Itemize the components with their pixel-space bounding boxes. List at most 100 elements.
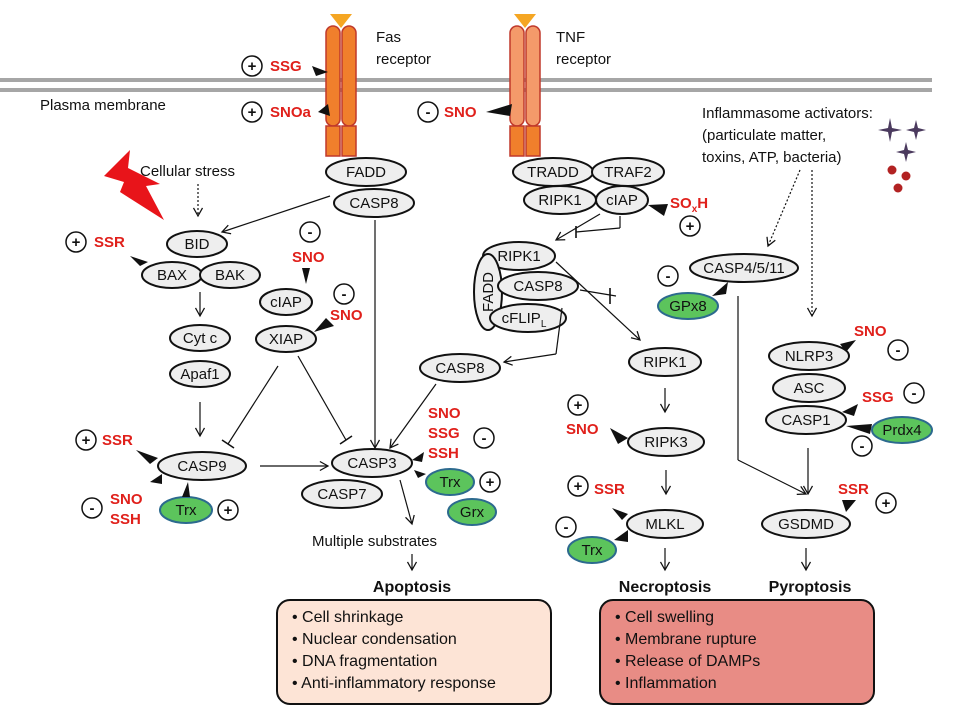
ciap-tnf: cIAP — [606, 192, 638, 209]
ssr-gsdmd-sign: + — [882, 495, 891, 512]
feature-item: Inflammation — [615, 673, 859, 695]
nlrp3: NLRP3 — [785, 348, 833, 365]
ripk1-top: RIPK1 — [538, 192, 581, 209]
pyroptosis-heading: Pyroptosis — [769, 579, 852, 596]
casp4511: CASP4/5/11 — [703, 260, 784, 277]
inflammasome-label-2: (particulate matter, — [702, 127, 826, 144]
casp7: CASP7 — [317, 486, 366, 503]
inflammasome-label-1: Inflammasome activators: — [702, 105, 873, 122]
sno-nlrp3-sign: - — [896, 342, 901, 359]
plasma-membrane — [0, 78, 932, 92]
inflammasome-label-3: toxins, ATP, bacteria) — [702, 149, 842, 166]
prdx4: Prdx4 — [882, 422, 921, 439]
sno-casp9-sign: - — [90, 500, 95, 517]
plasma-membrane-label: Plasma membrane — [40, 97, 166, 114]
fadd-complex: FADD — [480, 272, 497, 312]
ripk1-complex: RIPK1 — [497, 248, 540, 265]
casp3: CASP3 — [347, 455, 396, 472]
sox-h-mod: SOxH — [670, 195, 708, 215]
ssg-casp3-mod: SSG — [428, 425, 460, 442]
ssr-mlkl-mod: SSR — [594, 481, 625, 498]
fas-label: Fas — [376, 29, 401, 46]
trx-mlkl: Trx — [581, 542, 603, 559]
ssg-fas-sign: + — [248, 58, 257, 75]
sno-ripk3-sign: + — [574, 397, 583, 414]
feature-item: Membrane rupture — [615, 629, 859, 651]
asc: ASC — [794, 380, 825, 397]
apoptosis-heading: Apoptosis — [373, 579, 451, 596]
trx-casp3-sign: + — [486, 474, 495, 491]
ssg-casp1-sign: - — [912, 385, 917, 402]
ssh-casp3-mod: SSH — [428, 445, 459, 462]
traf2: TRAF2 — [604, 164, 652, 181]
sno-casp3-sign: - — [482, 430, 487, 447]
apaf1: Apaf1 — [180, 366, 219, 383]
ssr-mlkl-sign: + — [574, 478, 583, 495]
ciap-left: cIAP — [270, 294, 302, 311]
fadd-top: FADD — [346, 164, 386, 181]
gpx8-sign: - — [666, 268, 671, 285]
trx-casp9-sign: + — [224, 502, 233, 519]
particulate-icon — [878, 118, 926, 162]
grx: Grx — [460, 504, 485, 521]
fas-receptor-icon — [325, 14, 357, 157]
feature-item: Nuclear condensation — [292, 629, 536, 651]
tnf-label: TNF — [556, 29, 585, 46]
sno-xiap-sign: - — [342, 286, 347, 303]
ssg-fas-mod: SSG — [270, 58, 302, 75]
sno-tnf-sign: - — [426, 104, 431, 121]
tradd: TRADD — [527, 164, 579, 181]
ripk1-necro: RIPK1 — [643, 354, 686, 371]
feature-item: Anti-inflammatory response — [292, 673, 536, 695]
gsdmd: GSDMD — [778, 516, 834, 533]
necroptosis-heading: Necroptosis — [619, 579, 712, 596]
casp9: CASP9 — [177, 458, 226, 475]
xiap: XIAP — [269, 331, 303, 348]
ripk3: RIPK3 — [644, 434, 687, 451]
ssr-casp9-mod: SSR — [102, 432, 133, 449]
snoa-fas-sign: + — [248, 104, 257, 121]
ssg-casp1-mod: SSG — [862, 389, 894, 406]
necro-pyro-features-box: Cell swelling Membrane rupture Release o… — [599, 599, 875, 705]
cellular-stress-label: Cellular stress — [140, 163, 235, 180]
sno-tnf-mod: SNO — [444, 104, 477, 121]
feature-item: Cell swelling — [615, 607, 859, 629]
prdx4-sign: - — [860, 438, 865, 455]
ssr-bid-mod: SSR — [94, 234, 125, 251]
sno-ciap-sign: - — [308, 224, 313, 241]
sno-ciap-mod: SNO — [292, 249, 325, 266]
bax: BAX — [157, 267, 187, 284]
bid: BID — [184, 236, 209, 253]
sno-casp3-mod: SNO — [428, 405, 461, 422]
trx-casp9: Trx — [175, 502, 197, 519]
feature-item: Release of DAMPs — [615, 651, 859, 673]
sno-casp9-mod: SNO — [110, 491, 143, 508]
trx-mlkl-sign: - — [564, 519, 569, 536]
tnf-receptor-label: receptor — [556, 51, 611, 68]
apoptosis-features-box: Cell shrinkage Nuclear condensation DNA … — [276, 599, 552, 705]
mlkl: MLKL — [645, 516, 684, 533]
sno-xiap-mod: SNO — [330, 307, 363, 324]
gpx8: GPx8 — [669, 298, 707, 315]
casp8-complex: CASP8 — [513, 278, 562, 295]
bak: BAK — [215, 267, 245, 284]
feature-item: Cell shrinkage — [292, 607, 536, 629]
casp8-top: CASP8 — [349, 195, 398, 212]
feature-item: DNA fragmentation — [292, 651, 536, 673]
snoa-fas-mod: SNOa — [270, 104, 312, 121]
lightning-icon — [104, 150, 164, 220]
tnf-receptor-icon — [509, 14, 541, 157]
trx-casp3: Trx — [439, 474, 461, 491]
ssh-casp9-mod: SSH — [110, 511, 141, 528]
sno-ripk3-mod: SNO — [566, 421, 599, 438]
multiple-substrates-label: Multiple substrates — [312, 533, 437, 550]
ssr-gsdmd-mod: SSR — [838, 481, 869, 498]
sox-h-sign: + — [686, 218, 695, 235]
ssr-bid-sign: + — [72, 234, 81, 251]
bacteria-icon — [887, 165, 911, 193]
casp1: CASP1 — [781, 412, 830, 429]
ssr-casp9-sign: + — [82, 432, 91, 449]
fas-receptor-label: receptor — [376, 51, 431, 68]
